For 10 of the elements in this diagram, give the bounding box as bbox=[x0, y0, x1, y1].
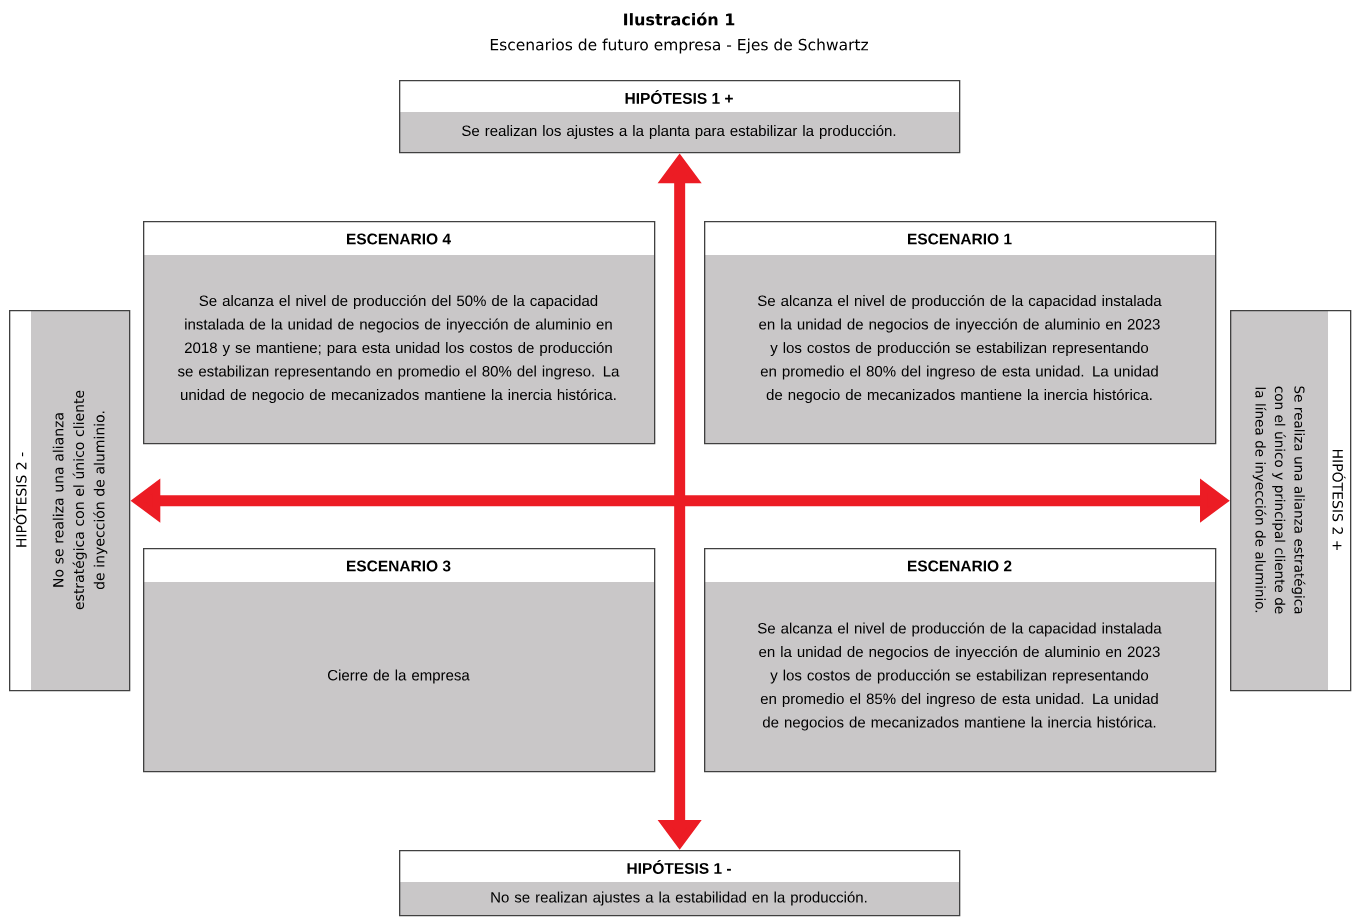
hypothesis-box: HIPÓTESIS 2 + Se realiza una alianza estratégica con el único y principal cliente de la línea de inyección de aluminio. bbox=[1230, 310, 1352, 692]
scenario-box: ESCENARIO 1 Se alcanza el nivel de producción de la capacidad instalada en la unidad de negocios de inyección de aluminio en 2023 y los costos de producción se estabilizan representando en promedio el 80% del ingreso de esta unidad. La unidad de negocio de mecanizados mantiene la inercia histórica. bbox=[704, 221, 1217, 445]
hypothesis-box: HIPÓTESIS 2 - No se realiza una alianza estratégica con el único cliente de inyección de aluminio. bbox=[9, 310, 131, 692]
hypothesis-box: HIPÓTESIS 1 + Se realizan los ajustes a la planta para estabilizar la producción. bbox=[399, 80, 961, 154]
hypothesis-box: HIPÓTESIS 1 - No se realizan ajustes a la estabilidad en la producción. bbox=[399, 850, 961, 917]
scenario-box: ESCENARIO 3 Cierre de la empresa bbox=[143, 548, 656, 773]
scenario-box: ESCENARIO 4 Se alcanza el nivel de producción del 50% de la capacidad instalada de la unidad de negocios de inyección de aluminio en 2018 y se mantiene; para esta unidad los costos de producción se estabilizan representando en promedio el 80% del ingreso. La unidad de negocio de mecanizados mantiene la inercia histórica. bbox=[143, 221, 656, 445]
figure-caption: Escenarios de futuro empresa - Ejes de Schwartz bbox=[490, 38, 868, 54]
scenario-box: ESCENARIO 2 Se alcanza el nivel de producción de la capacidad instalada en la unidad de negocios de inyección de aluminio en 2023 y los costos de producción se estabilizan representando en promedio el 85% del ingreso de esta unidad. La unidad de negocios de mecanizados mantiene la inercia histórica. bbox=[704, 548, 1217, 773]
figure-title: Ilustración 1 bbox=[624, 12, 735, 26]
